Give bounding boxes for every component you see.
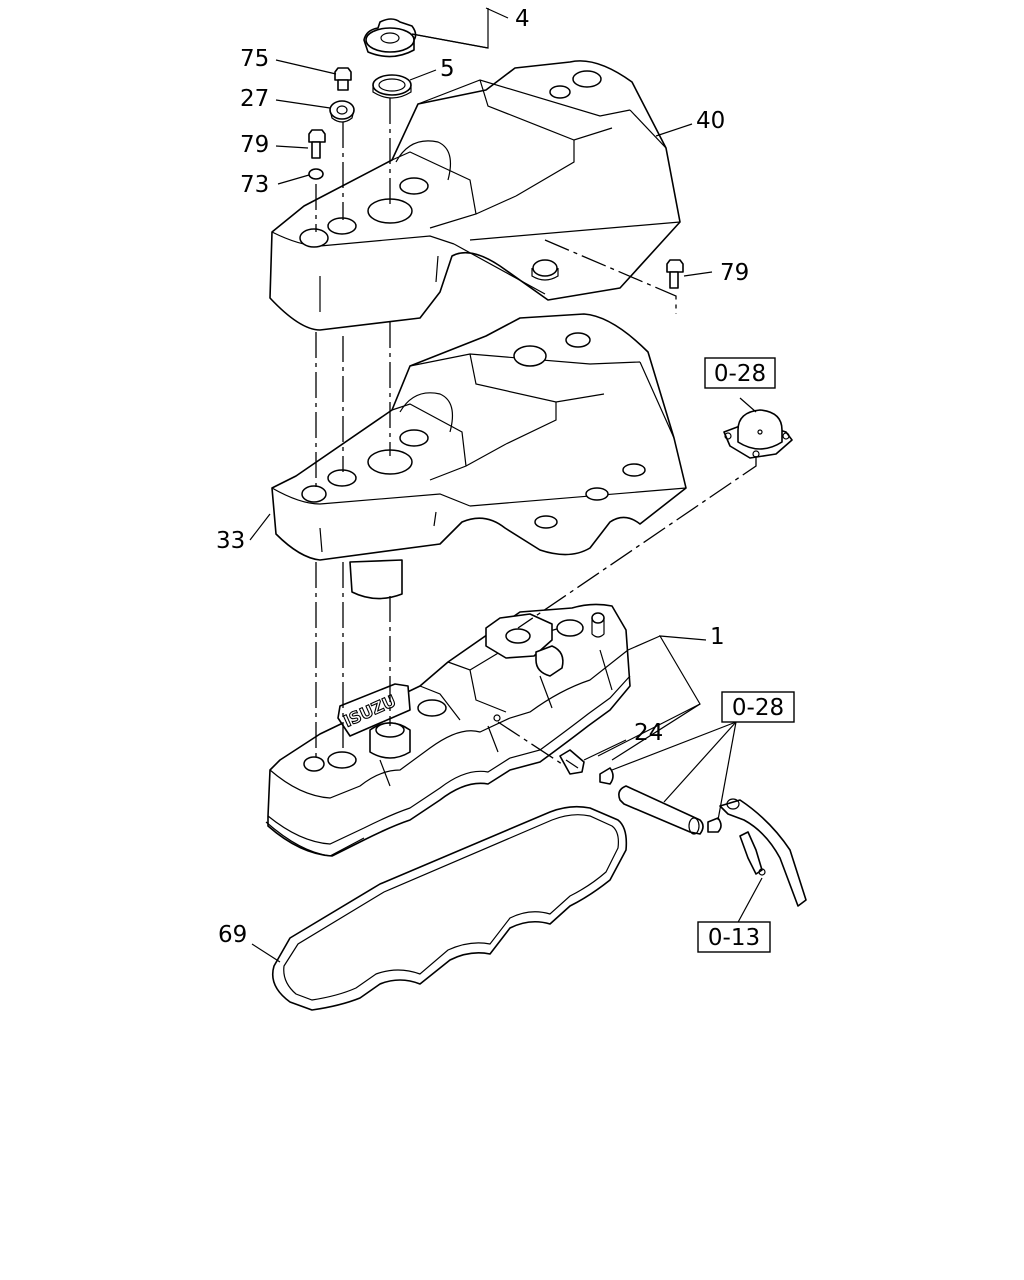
callout-69: 69 [218, 922, 247, 948]
callout-5: 5 [440, 56, 455, 82]
seal-washer-27 [329, 100, 355, 123]
bolt-79-left [308, 129, 326, 159]
leader-lines [249, 7, 763, 963]
ref-label-028-mid: 0-28 [732, 695, 784, 721]
bolt-75 [334, 67, 352, 91]
alignment-lines [315, 98, 757, 765]
callout-79-left: 79 [240, 132, 269, 158]
breather-hose [599, 767, 807, 907]
callout-79-right: 79 [720, 260, 749, 286]
bolt-79-right [666, 259, 684, 289]
union-bolt-24 [559, 749, 585, 775]
middle-cover-33 [271, 313, 687, 600]
top-cover-40 [269, 60, 681, 331]
pcv-valve-assembly [723, 409, 793, 459]
callout-73: 73 [240, 172, 269, 198]
callout-24: 24 [634, 720, 663, 746]
ref-box-028-top: 0-28 [704, 357, 776, 389]
callout-4: 4 [515, 6, 530, 32]
callout-33: 33 [216, 528, 245, 554]
ref-box-013: 0-13 [697, 921, 771, 953]
ref-label-028-top: 0-28 [714, 361, 766, 387]
oil-filler-cap-4 [363, 18, 417, 58]
callout-40: 40 [696, 108, 725, 134]
cap-gasket-5 [372, 74, 412, 99]
cover-gasket-69 [271, 805, 628, 1011]
ref-box-028-mid: 0-28 [721, 691, 795, 723]
washer-73 [308, 168, 324, 180]
callout-1: 1 [710, 624, 725, 650]
ref-label-013: 0-13 [708, 925, 760, 951]
callout-75: 75 [240, 46, 269, 72]
callout-27: 27 [240, 86, 269, 112]
